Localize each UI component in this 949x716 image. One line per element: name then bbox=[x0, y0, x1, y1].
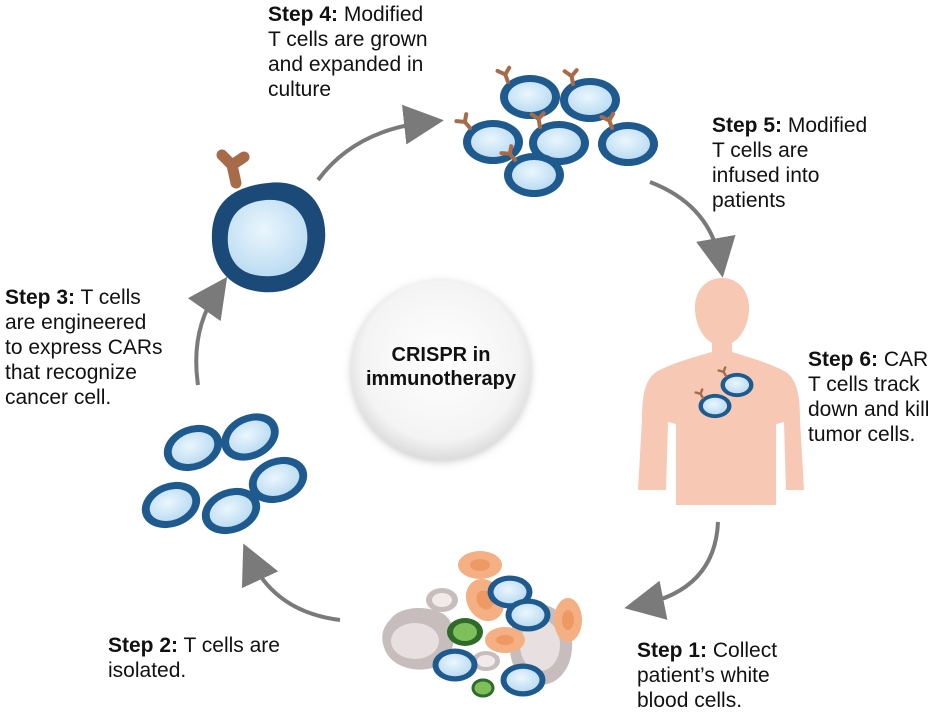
step-2-label: Step 2: bbox=[108, 634, 179, 657]
step-6-line3: down and kill bbox=[808, 398, 930, 421]
isolated-tcells-icon bbox=[135, 404, 314, 542]
step-4-line1: Modified bbox=[343, 3, 424, 26]
step-1-line2: patient’s white bbox=[637, 664, 770, 687]
step-3-label: Step 3: bbox=[5, 286, 76, 309]
engineered-tcell-icon bbox=[211, 149, 326, 293]
white-blood-cells-icon bbox=[382, 551, 582, 698]
step-5-line3: infused into bbox=[712, 164, 820, 187]
step-5-label: Step 5: bbox=[712, 114, 783, 137]
patient-body-icon bbox=[638, 278, 804, 505]
step-6-text: Step 6: CAR T cells track down and kill … bbox=[808, 347, 929, 447]
step-4-line4: culture bbox=[268, 78, 332, 101]
step-4-line3: and expanded in bbox=[268, 53, 424, 76]
step-4-label: Step 4: bbox=[268, 3, 339, 26]
step-4-line2: T cells are grown bbox=[268, 28, 428, 51]
step-4-text: Step 4: Modified T cells are grown and e… bbox=[268, 2, 428, 102]
step-5-text: Step 5: Modified T cells are infused int… bbox=[712, 113, 867, 213]
center-title-line2: immunotherapy bbox=[365, 368, 517, 390]
center-title: CRISPR in immunotherapy bbox=[356, 343, 526, 391]
step-5-line4: patients bbox=[712, 189, 786, 212]
step-2-line2: isolated. bbox=[108, 659, 187, 682]
arrow-step3-to-step4 bbox=[316, 104, 444, 182]
step-5-line2: T cells are bbox=[712, 139, 809, 162]
arrow-step4-to-step5 bbox=[649, 180, 736, 278]
arrow-step1-to-step2 bbox=[241, 543, 341, 622]
step-6-label: Step 6: bbox=[808, 348, 879, 371]
step-3-line5: cancer cell. bbox=[5, 386, 112, 409]
step-3-line4: that recognize bbox=[5, 361, 137, 384]
step-1-line3: blood cells. bbox=[637, 689, 743, 712]
step-6-line2: T cells track bbox=[808, 373, 920, 396]
step-1-text: Step 1: Collect patient’s white blood ce… bbox=[637, 638, 777, 713]
step-6-line4: tumor cells. bbox=[808, 423, 916, 446]
step-3-line1: T cells bbox=[80, 286, 141, 309]
expanded-tcells-icon bbox=[454, 64, 658, 197]
step-2-text: Step 2: T cells are isolated. bbox=[108, 633, 280, 683]
step-3-line3: to express CARs bbox=[5, 336, 163, 359]
center-title-line1: CRISPR in bbox=[391, 344, 491, 366]
step-1-label: Step 1: bbox=[637, 639, 708, 662]
step-2-line1: T cells are bbox=[183, 634, 280, 657]
center-circle bbox=[351, 280, 531, 460]
arrow-step6-to-step1 bbox=[624, 521, 720, 620]
step-3-line2: are engineered bbox=[5, 311, 147, 334]
step-3-text: Step 3: T cells are engineered to expres… bbox=[5, 285, 163, 410]
step-1-line1: Collect bbox=[712, 639, 778, 662]
step-6-line1: CAR bbox=[883, 348, 929, 371]
step-5-line1: Modified bbox=[787, 114, 868, 137]
arrow-step2-to-step3 bbox=[187, 276, 228, 386]
